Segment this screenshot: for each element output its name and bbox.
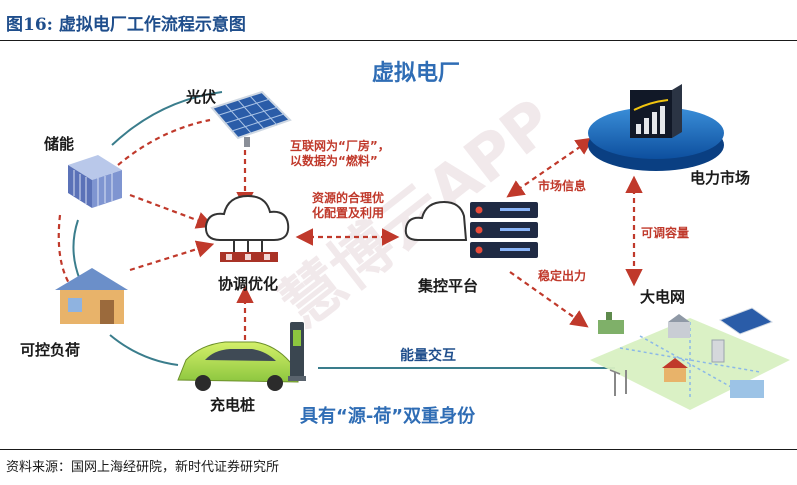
label-charging-pile: 充电桩 — [210, 396, 255, 414]
house-icon — [55, 268, 128, 324]
server-icon — [470, 202, 538, 258]
annotation-internet-line2: 以数据为“燃料” — [290, 153, 378, 168]
diagram-header: 虚拟电厂 — [372, 60, 460, 86]
arrow-load-to-coordination — [129, 240, 215, 272]
grid-house-icon — [662, 358, 688, 382]
arrow-storage-arc — [57, 214, 71, 286]
annotation-market-info: 市场信息 — [538, 178, 586, 193]
arrow-storage-to-coordination — [129, 193, 215, 229]
figure-source: 资料来源：国网上海经研院，新时代证券研究所 — [6, 460, 280, 475]
outer-arc-top — [111, 91, 223, 146]
label-power-market: 电力市场 — [690, 169, 750, 187]
label-controllable-load: 可控负荷 — [20, 341, 80, 359]
arrow-platform-grid — [509, 271, 589, 328]
label-control-platform: 集控平台 — [417, 277, 478, 295]
grid-warehouse-icon — [730, 380, 764, 398]
power-market-icon — [588, 84, 724, 171]
grid-transformer-icon — [711, 339, 725, 363]
annotation-adjustable-capacity: 可调容量 — [641, 225, 689, 240]
grid-factory-icon — [598, 312, 624, 334]
source-rule — [0, 449, 797, 450]
grid-building-icon — [668, 314, 690, 338]
label-storage: 储能 — [44, 135, 74, 153]
annotation-internet-line1: 互联网为“厂房”， — [290, 138, 390, 153]
figure-title: 图16: 虚拟电厂工作流程示意图 — [6, 15, 246, 35]
platform-cloud-icon — [404, 200, 468, 241]
arrow-platform-market — [506, 137, 594, 198]
electric-car-icon — [177, 341, 299, 391]
annotation-stable-output: 稳定出力 — [538, 268, 586, 283]
cloud-icon — [204, 194, 290, 262]
title-rule — [0, 40, 797, 41]
diagram-footer-caption: 具有“源-荷”双重身份 — [300, 405, 476, 427]
label-solar: 光伏 — [185, 88, 216, 106]
solar-panel-icon — [210, 90, 292, 147]
outer-arc-left — [72, 219, 81, 281]
label-coordination: 协调优化 — [218, 275, 278, 293]
grid-solar-farm-icon — [718, 307, 774, 335]
charging-pile-icon — [288, 322, 306, 381]
annotation-energy-exchange: 能量交互 — [400, 347, 456, 364]
annotation-resource-line1: 资源的合理优 — [312, 190, 384, 205]
grid-wind-turbine-icon — [609, 369, 627, 396]
annotation-resource-line2: 化配置及利用 — [312, 205, 384, 220]
storage-icon — [68, 155, 122, 208]
outer-arc-bottom — [109, 334, 179, 366]
label-big-grid: 大电网 — [640, 288, 685, 306]
arrow-top-arc-dashed — [117, 118, 211, 166]
